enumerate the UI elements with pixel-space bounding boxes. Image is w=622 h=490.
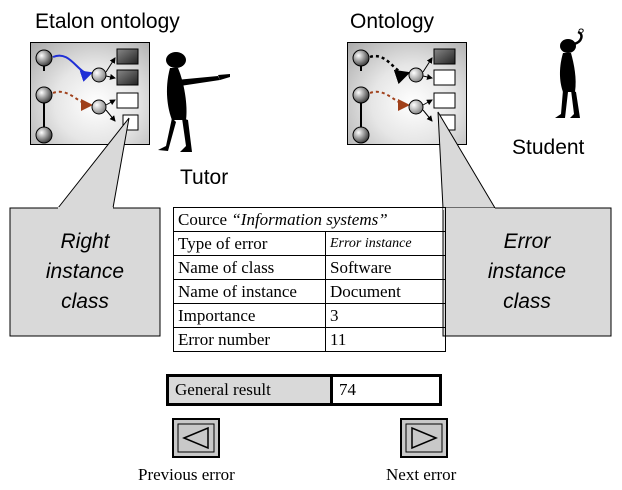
right-callout-box bbox=[442, 207, 612, 337]
etalon-instance-node-1 bbox=[91, 67, 107, 83]
etalon-blue-link bbox=[52, 54, 93, 82]
etalon-class-node-1 bbox=[35, 49, 53, 67]
student-red-link bbox=[369, 90, 410, 111]
etalon-box-dark-1 bbox=[116, 48, 139, 65]
triangle-right-icon bbox=[405, 423, 443, 453]
general-result-label: General result bbox=[169, 377, 333, 403]
student-class-node-1 bbox=[352, 49, 370, 67]
row-label-importance: Importance bbox=[173, 303, 326, 328]
right-callout-line-1: Error bbox=[503, 230, 551, 253]
left-callout-line-1: Right bbox=[60, 230, 110, 253]
etalon-class-node-3 bbox=[35, 126, 53, 144]
etalon-red-link bbox=[52, 90, 93, 111]
student-instance-node-1 bbox=[408, 67, 424, 83]
table-row: Error number 11 bbox=[173, 327, 446, 352]
student-class-node-3 bbox=[352, 126, 370, 144]
student-ontology-graph bbox=[352, 48, 456, 144]
row-value-type-of-error: Error instance bbox=[325, 231, 446, 256]
general-result-box: General result 74 bbox=[166, 374, 442, 406]
etalon-box-dark-2 bbox=[116, 69, 139, 86]
tutor-figure-icon bbox=[158, 52, 230, 152]
row-value-error-number: 11 bbox=[325, 327, 446, 352]
row-value-name-of-instance: Document bbox=[325, 279, 446, 304]
course-title-cell: Cource “Information systems” bbox=[173, 207, 446, 232]
etalon-ontology-heading: Etalon ontology bbox=[35, 10, 180, 33]
previous-error-button[interactable] bbox=[172, 418, 220, 458]
next-error-button[interactable] bbox=[400, 418, 448, 458]
row-label-error-number: Error number bbox=[173, 327, 326, 352]
next-error-label: Next error bbox=[386, 465, 457, 484]
student-box-dark-1 bbox=[433, 48, 456, 65]
general-result-value: 74 bbox=[339, 380, 356, 399]
row-value-importance: 3 bbox=[325, 303, 446, 328]
course-row: Cource “Information systems” bbox=[173, 207, 446, 232]
student-label: Student bbox=[512, 136, 585, 159]
row-label-name-of-instance: Name of instance bbox=[173, 279, 326, 304]
etalon-ontology-graph bbox=[35, 48, 139, 144]
tutor-label: Tutor bbox=[180, 166, 229, 189]
etalon-box-white-1 bbox=[116, 92, 139, 109]
left-callout-box bbox=[9, 207, 161, 337]
right-callout-text: Error instance class bbox=[443, 227, 611, 317]
left-callout-pointer bbox=[56, 117, 130, 209]
table-row: Importance 3 bbox=[173, 303, 446, 328]
left-callout-line-3: class bbox=[61, 290, 109, 313]
right-callout-line-2: instance bbox=[487, 260, 567, 283]
left-callout-line-2: instance bbox=[45, 260, 125, 283]
table-row: Name of class Software bbox=[173, 255, 446, 280]
etalon-instance-node-2 bbox=[91, 99, 107, 115]
student-box-white-1 bbox=[433, 69, 456, 86]
triangle-left-icon bbox=[177, 423, 215, 453]
student-figure-icon: ? bbox=[555, 27, 584, 118]
ontology-heading: Ontology bbox=[350, 10, 435, 33]
student-instance-node-2 bbox=[408, 99, 424, 115]
left-callout-text: Right instance class bbox=[10, 227, 160, 317]
table-row: Type of error Error instance bbox=[173, 231, 446, 256]
right-callout-pointer bbox=[437, 111, 496, 209]
row-value-name-of-class: Software bbox=[325, 255, 446, 280]
etalon-class-node-2 bbox=[35, 86, 53, 104]
previous-error-label: Previous error bbox=[138, 465, 235, 484]
error-info-table: Cource “Information systems” Type of err… bbox=[173, 207, 446, 352]
student-box-white-2 bbox=[433, 92, 456, 109]
course-name: “Information systems” bbox=[231, 210, 388, 229]
right-callout-line-3: class bbox=[503, 290, 551, 313]
row-label-type-of-error: Type of error bbox=[173, 231, 326, 256]
course-prefix: Cource bbox=[178, 210, 232, 229]
table-row: Name of instance Document bbox=[173, 279, 446, 304]
row-label-name-of-class: Name of class bbox=[173, 255, 326, 280]
etalon-ontology-panel bbox=[30, 42, 150, 145]
student-class-node-2 bbox=[352, 86, 370, 104]
